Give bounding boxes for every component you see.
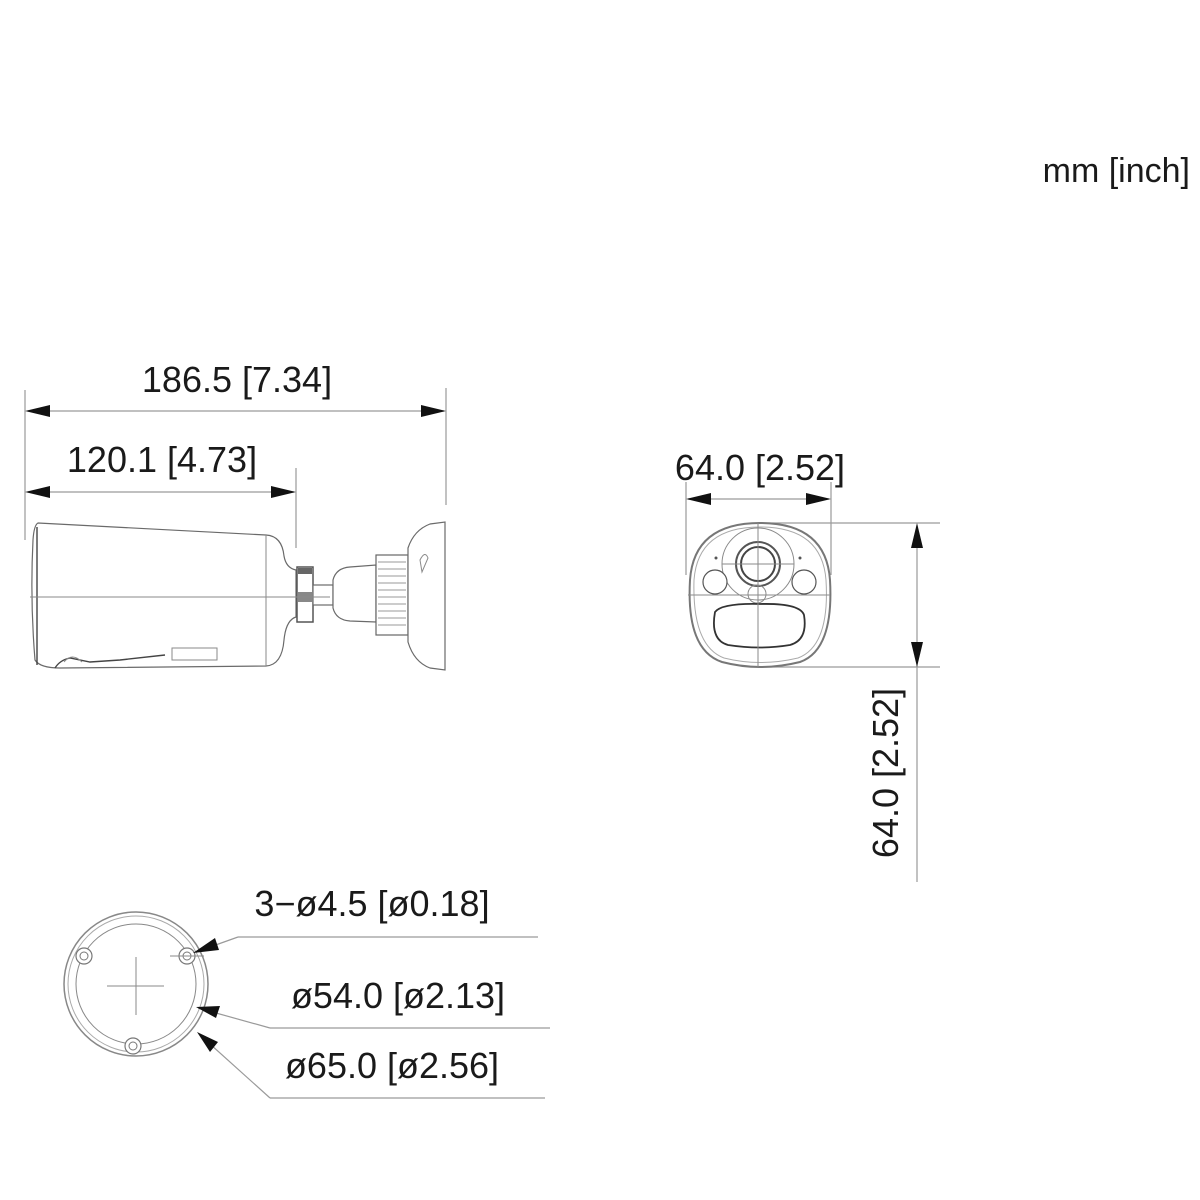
camera-body	[31, 522, 297, 669]
arrow-left-icon	[25, 486, 50, 498]
joint-ring	[298, 568, 312, 574]
outer-diameter-label: ø65.0 [ø2.56]	[285, 1045, 499, 1086]
overall-length-label: 186.5 [7.34]	[142, 359, 332, 400]
ir-led-right	[791, 569, 817, 595]
hinge-detail	[63, 656, 83, 663]
bracket-stem	[312, 584, 334, 606]
front-height-label: 64.0 [2.52]	[865, 688, 906, 858]
arrow-left-icon	[686, 493, 711, 505]
front-view: 64.0 [2.52] 64.0 [2.52]	[675, 447, 940, 882]
cable-hole	[419, 554, 429, 574]
units-label: mm [inch]	[1043, 152, 1190, 190]
mic-hole	[714, 556, 718, 560]
front-width-label: 64.0 [2.52]	[675, 447, 845, 488]
arrow-right-icon	[806, 493, 831, 505]
ribbed-collar	[375, 554, 409, 636]
mount-hole-inner	[128, 1041, 138, 1051]
vent-grille	[54, 654, 166, 669]
housing-inner-edge	[693, 526, 827, 663]
label-plate	[171, 647, 218, 661]
spotlight-window	[713, 603, 806, 649]
arrow-left-icon	[25, 405, 50, 417]
side-view: 186.5 [7.34] 120.1 [4.73]	[24, 359, 447, 671]
light-sensor	[798, 556, 802, 560]
mount-hole-icon	[75, 947, 93, 965]
leader-arrow-icon	[197, 1032, 218, 1052]
mount-hole-icon	[124, 1037, 142, 1055]
body-length-label: 120.1 [4.73]	[67, 439, 257, 480]
arrow-down-icon	[911, 642, 923, 667]
mount-base-view: 3−ø4.5 [ø0.18] ø54.0 [ø2.13] ø65.0 [ø2.5…	[63, 883, 550, 1099]
leader-arrow-icon	[196, 1006, 220, 1018]
ir-led-left	[702, 569, 728, 595]
holes-label: 3−ø4.5 [ø0.18]	[254, 883, 489, 924]
arrow-right-icon	[271, 486, 296, 498]
mount-base	[407, 521, 446, 671]
arrow-up-icon	[911, 523, 923, 548]
leader-arrow-icon	[193, 938, 219, 953]
bracket-arm	[332, 564, 377, 623]
pir-sensor	[747, 584, 767, 604]
mount-hole-inner	[79, 951, 89, 961]
arrow-right-icon	[421, 405, 446, 417]
inner-diameter-label: ø54.0 [ø2.13]	[291, 975, 505, 1016]
